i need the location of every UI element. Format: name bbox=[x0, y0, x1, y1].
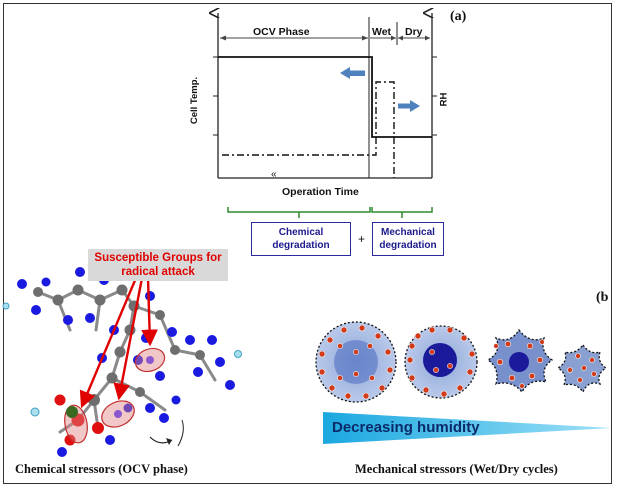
humidity-label: Decreasing humidity bbox=[332, 419, 480, 436]
rh-line bbox=[222, 81, 395, 178]
chemical-degradation-box: Chemical degradation bbox=[251, 222, 351, 256]
membrane-morphology bbox=[315, 321, 612, 444]
figure-frame bbox=[3, 3, 612, 484]
y-axis-left-label: Cell Temp. bbox=[189, 76, 201, 125]
left-arrow-icon bbox=[340, 67, 365, 79]
mechanical-degradation-box: Mechanical degradation bbox=[372, 222, 444, 256]
dry-phase-label: Dry bbox=[405, 26, 423, 38]
plus-sign: + bbox=[358, 232, 366, 246]
mechanical-bracket bbox=[371, 207, 433, 213]
chemical-bracket bbox=[227, 207, 371, 213]
x-axis-label: Operation Time bbox=[282, 186, 359, 198]
y-axis-right-label: RH bbox=[438, 92, 450, 107]
susceptible-groups-callout: Susceptible Groups for radical attack bbox=[88, 249, 228, 281]
ocv-phase-label: OCV Phase bbox=[253, 26, 310, 38]
molecule-illustration bbox=[2, 267, 242, 457]
caption-mechanical-stressors: Mechanical stressors (Wet/Dry cycles) bbox=[355, 462, 558, 476]
temperature-line bbox=[218, 56, 432, 138]
wet-phase-label: Wet bbox=[372, 26, 392, 38]
panel-b-label: (b bbox=[596, 290, 609, 305]
humidity-wedge bbox=[323, 412, 612, 444]
right-arrow-icon bbox=[398, 100, 420, 112]
x-axis-tick: « bbox=[271, 169, 277, 180]
panel-a-label: (a) bbox=[450, 9, 467, 24]
panel-a-chart bbox=[213, 13, 437, 218]
caption-chemical-stressors: Chemical stressors (OCV phase) bbox=[15, 462, 188, 476]
